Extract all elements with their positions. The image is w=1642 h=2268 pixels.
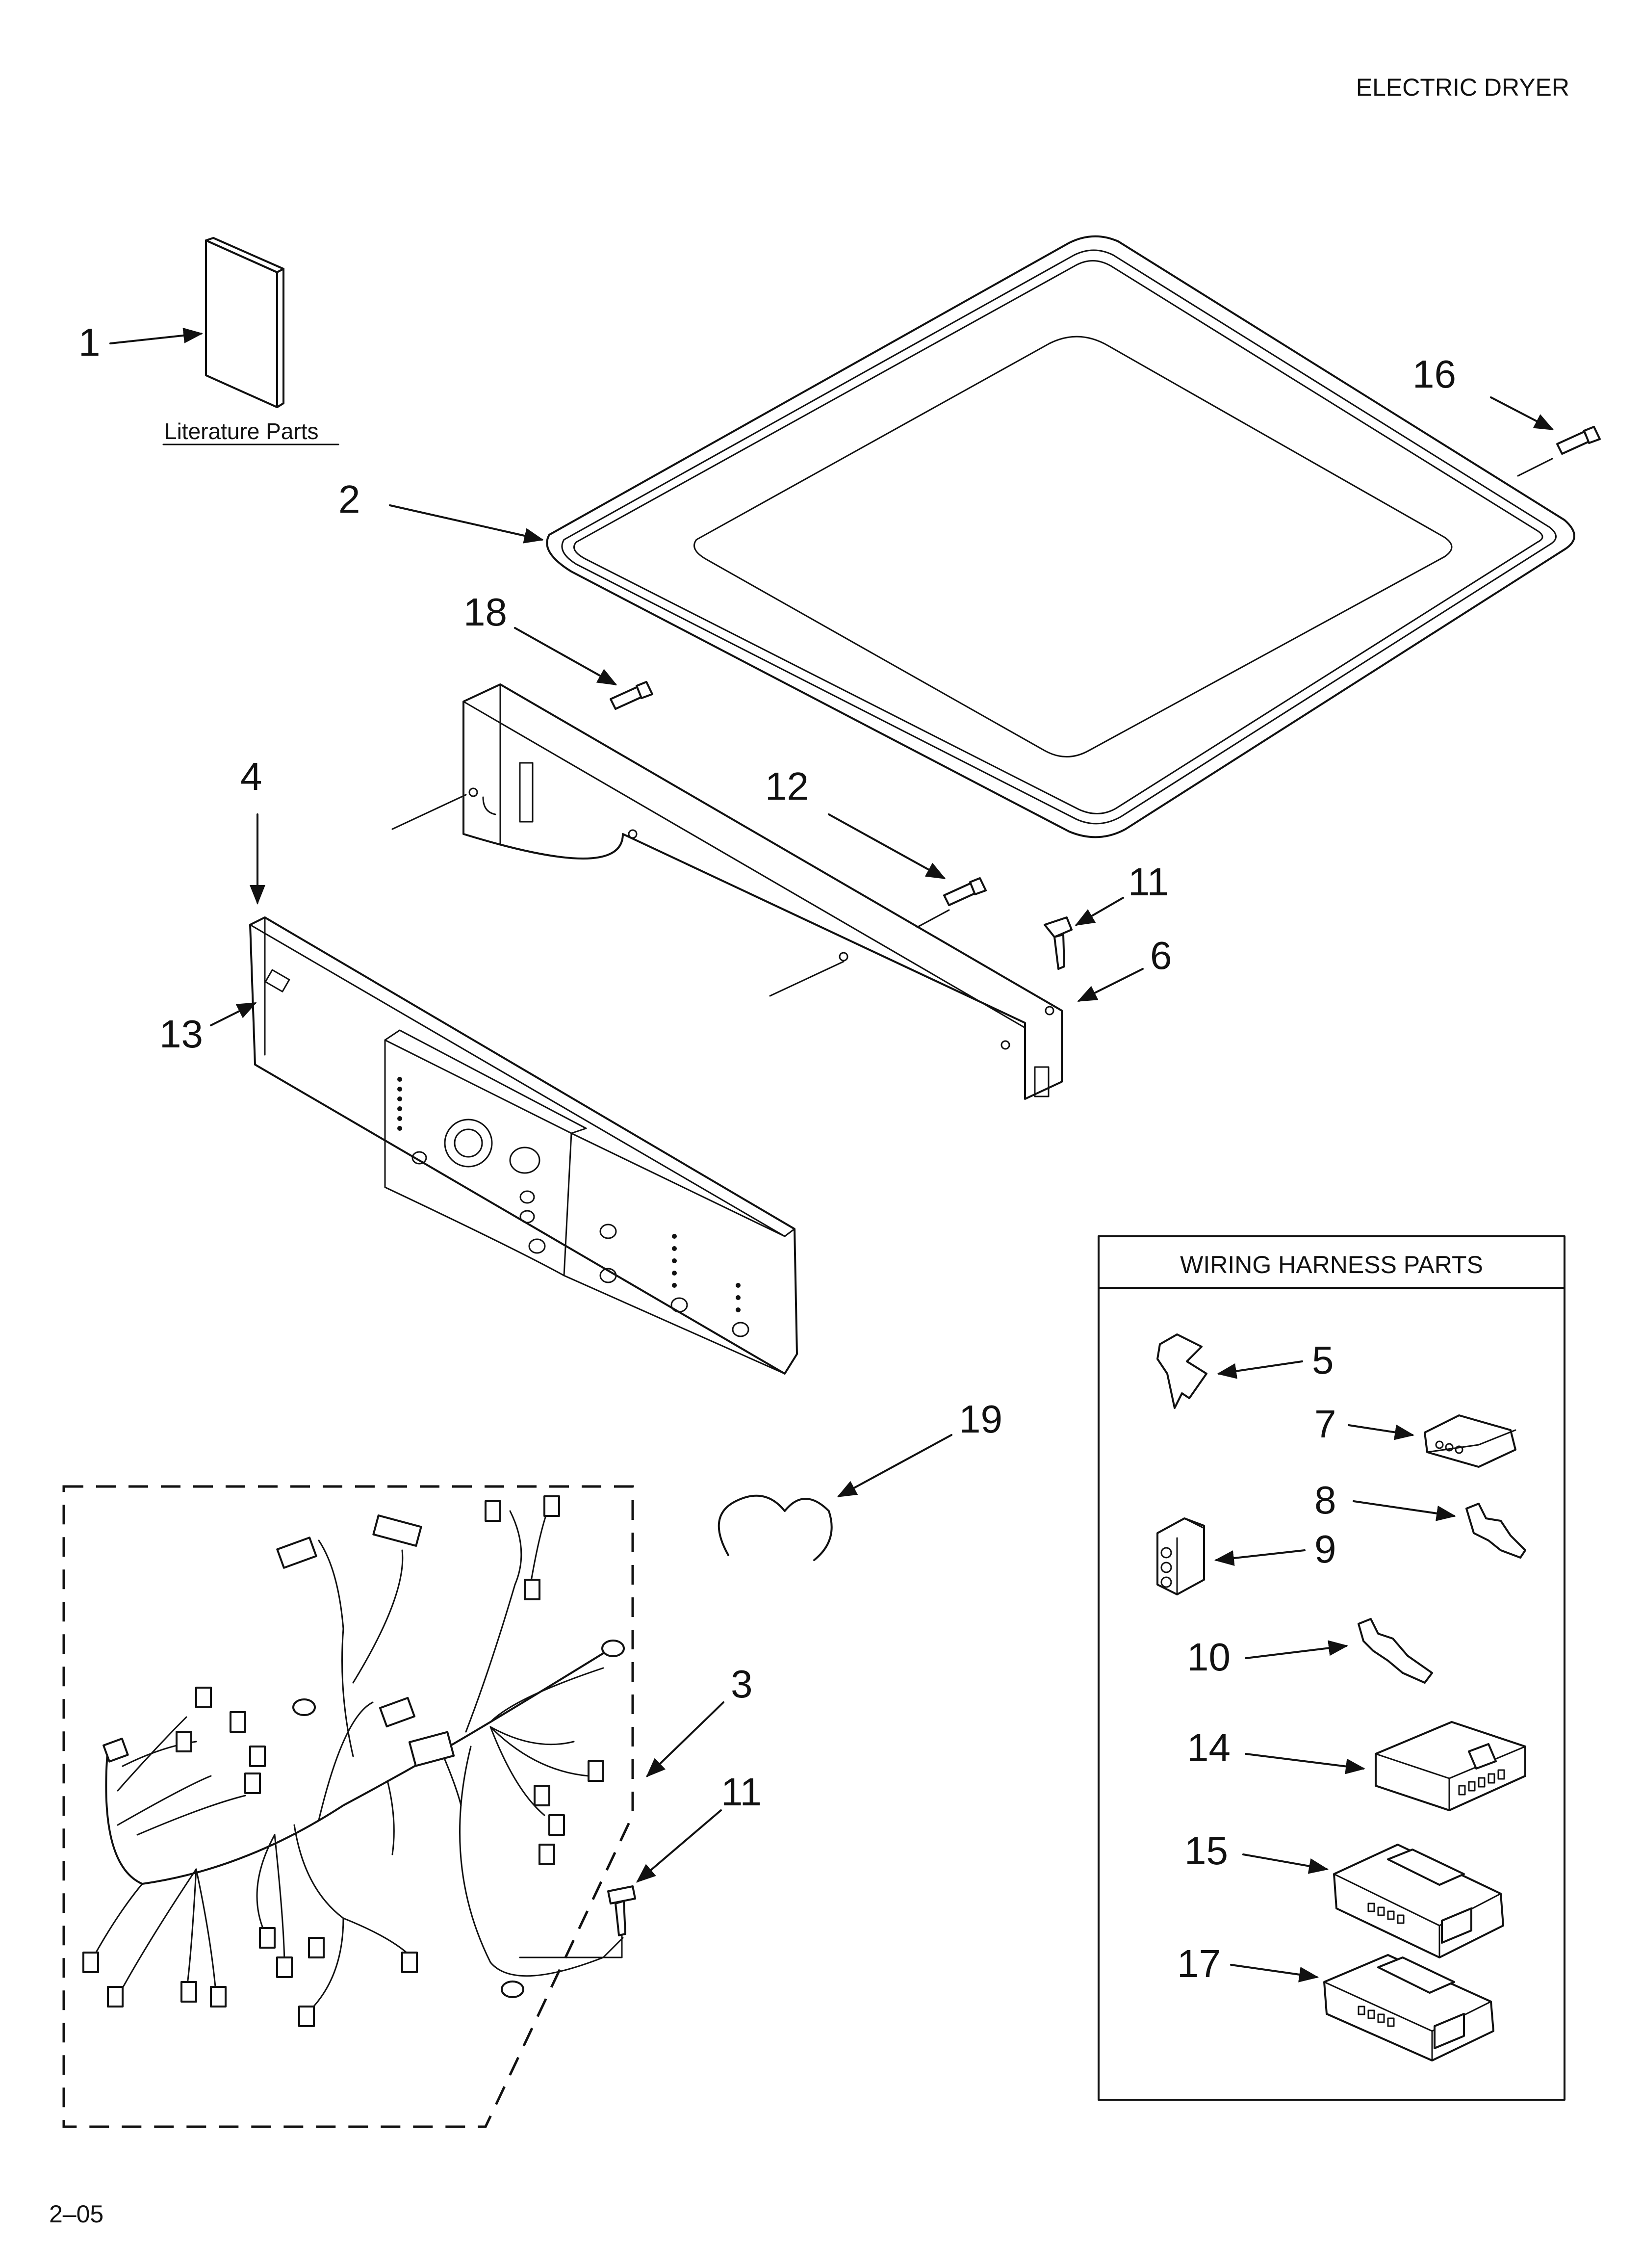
arrow-15 (1242, 1853, 1329, 1874)
arrow-18 (514, 627, 617, 685)
callout-9: 9 (1314, 1527, 1336, 1571)
callout-19: 19 (959, 1397, 1002, 1441)
literature-parts-label: Literature Parts (164, 418, 318, 444)
harness-terminal-8 (1465, 1503, 1526, 1559)
console-bracket (391, 683, 1063, 1100)
callout-14: 14 (1187, 1726, 1231, 1770)
callout-18: 18 (463, 590, 507, 634)
harness-connector-9 (1156, 1517, 1205, 1595)
callout-7: 7 (1314, 1402, 1336, 1446)
arrow-11-lower (636, 1809, 722, 1883)
wiring-harness (82, 1495, 625, 2027)
callout-5: 5 (1312, 1338, 1334, 1382)
callout-8: 8 (1314, 1478, 1336, 1522)
callout-4: 4 (240, 755, 262, 798)
arrow-2 (389, 504, 544, 544)
arrow-5 (1217, 1360, 1303, 1379)
callout-11-lower: 11 (721, 1770, 762, 1814)
diagram-title: ELECTRIC DRYER (1356, 74, 1569, 101)
arrow-17 (1230, 1964, 1319, 1982)
arrow-14 (1245, 1753, 1365, 1774)
callout-17: 17 (1177, 1942, 1221, 1985)
harness-parts-title: WIRING HARNESS PARTS (1180, 1251, 1483, 1278)
arrow-8 (1353, 1500, 1456, 1521)
arrow-9 (1214, 1549, 1306, 1566)
arrow-6 (1077, 968, 1144, 1002)
screw-16 (1556, 426, 1601, 455)
harness-parts-box (1098, 1235, 1565, 2101)
harness-terminal-10 (1358, 1618, 1433, 1684)
literature-booklet (205, 237, 284, 408)
console-panel (249, 916, 798, 1375)
callout-16: 16 (1412, 352, 1456, 396)
leader-16 (1517, 458, 1553, 477)
top-panel (546, 235, 1575, 838)
callout-10: 10 (1187, 1635, 1231, 1679)
arrow-13 (210, 1002, 257, 1026)
callout-12: 12 (765, 764, 809, 808)
callout-3: 3 (731, 1662, 753, 1706)
harness-block-14 (1375, 1721, 1526, 1811)
arrow-16 (1490, 396, 1554, 430)
arrow-10 (1245, 1640, 1348, 1659)
callout-2: 2 (338, 477, 360, 521)
harness-clip-5 (1156, 1333, 1207, 1409)
harness-housing-17 (1323, 1954, 1494, 2061)
arrow-1 (109, 327, 203, 344)
harness-housing-15 (1333, 1844, 1504, 1958)
screw-11-lower (519, 1885, 636, 1958)
callout-11-upper: 11 (1128, 860, 1169, 904)
wire-clip-19 (718, 1494, 833, 1561)
arrow-11-upper (1075, 897, 1124, 926)
callout-6: 6 (1150, 934, 1172, 977)
arrow-7 (1348, 1424, 1414, 1440)
harness-connector-7 (1424, 1414, 1516, 1468)
screw-11-upper (1044, 916, 1073, 970)
screw-12 (943, 877, 987, 906)
leader-12 (916, 909, 950, 928)
callout-15: 15 (1184, 1829, 1228, 1873)
callout-1: 1 (78, 320, 101, 364)
arrow-12 (828, 813, 946, 879)
arrow-3 (646, 1701, 724, 1777)
arrow-19 (837, 1434, 952, 1497)
callout-13: 13 (159, 1012, 203, 1056)
screw-18 (610, 681, 653, 710)
revision-code: 2–05 (49, 2200, 103, 2228)
